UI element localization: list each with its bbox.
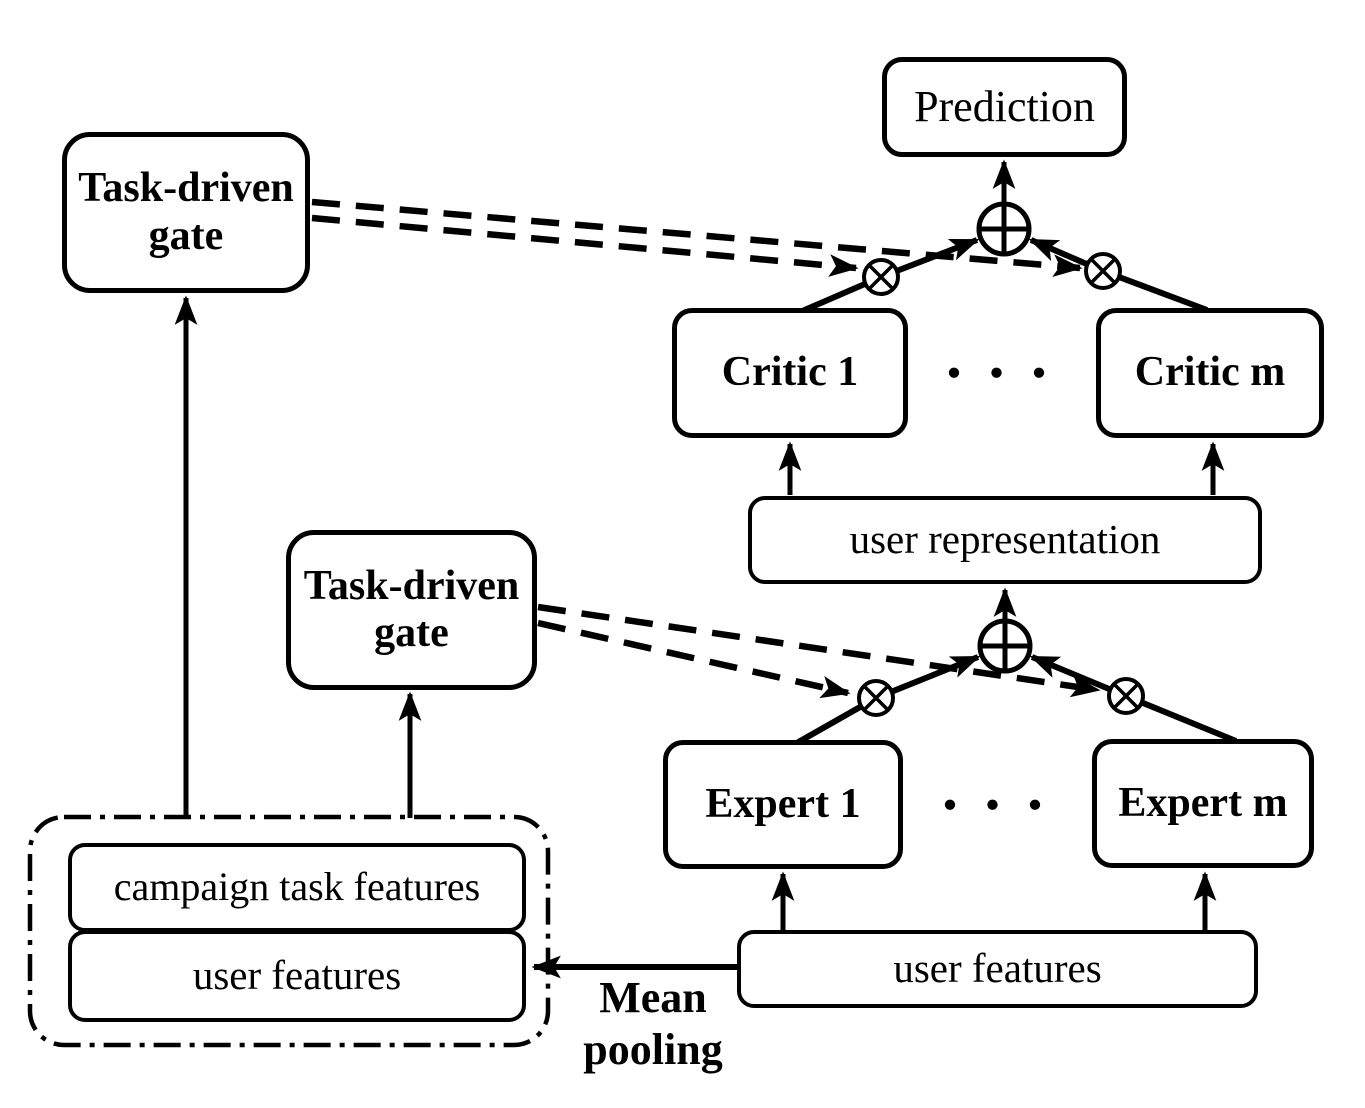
user-features-pooled-label: user features: [192, 952, 402, 999]
dashed-gate-mid-to-multiply-left: [537, 619, 851, 699]
gate-mid-label-line2: gate: [374, 610, 449, 656]
node-critic-1: Critic 1: [672, 308, 908, 438]
experts-ellipsis: ● ● ●: [942, 791, 1054, 818]
multiply-operator-bottom-right-icon: [1107, 677, 1145, 715]
prediction-label: Prediction: [914, 82, 1095, 132]
critic-m-label: Critic m: [1134, 349, 1286, 396]
mean-pooling-line1: Mean: [599, 973, 707, 1022]
dashed-gate-top-to-multiply-right: [311, 198, 1083, 278]
node-prediction: Prediction: [882, 57, 1127, 157]
critic-1-label: Critic 1: [721, 349, 859, 396]
node-user-features-pooled: user features: [68, 930, 526, 1022]
critics-ellipsis: ● ● ●: [946, 359, 1058, 386]
node-user-features-input: user features: [737, 930, 1258, 1008]
multiply-operator-top-right-icon: [1084, 252, 1122, 290]
sum-operator-top-icon: [976, 201, 1032, 257]
expert-1-label: Expert 1: [705, 780, 861, 827]
node-campaign-task-features: campaign task features: [68, 843, 526, 932]
user-features-input-label: user features: [893, 945, 1102, 992]
node-task-driven-gate-mid: Task-driven gate: [286, 530, 537, 690]
expert-m-label: Expert m: [1118, 779, 1288, 826]
multiply-operator-top-left-icon: [862, 258, 900, 296]
pooled-features-group-border: [27, 814, 551, 1048]
node-expert-1: Expert 1: [663, 740, 903, 869]
node-expert-m: Expert m: [1092, 739, 1314, 868]
campaign-task-features-label: campaign task features: [113, 864, 481, 910]
node-task-driven-gate-top: Task-driven gate: [62, 132, 310, 293]
gate-top-label-line2: gate: [148, 212, 224, 259]
user-representation-label: user representation: [849, 516, 1161, 563]
gate-mid-label-line1: Task-driven: [303, 562, 520, 609]
gate-top-label-line1: Task-driven: [78, 165, 294, 212]
multiply-operator-bottom-left-icon: [857, 679, 895, 717]
mean-pooling-label: Mean pooling: [568, 972, 738, 1076]
node-critic-m: Critic m: [1096, 308, 1324, 438]
dashed-gate-top-to-multiply-left: [311, 214, 859, 277]
mean-pooling-line2: pooling: [583, 1024, 723, 1074]
node-user-representation: user representation: [748, 496, 1262, 584]
sum-operator-bottom-icon: [977, 618, 1033, 674]
dashed-gate-mid-to-multiply-right: [537, 603, 1101, 698]
